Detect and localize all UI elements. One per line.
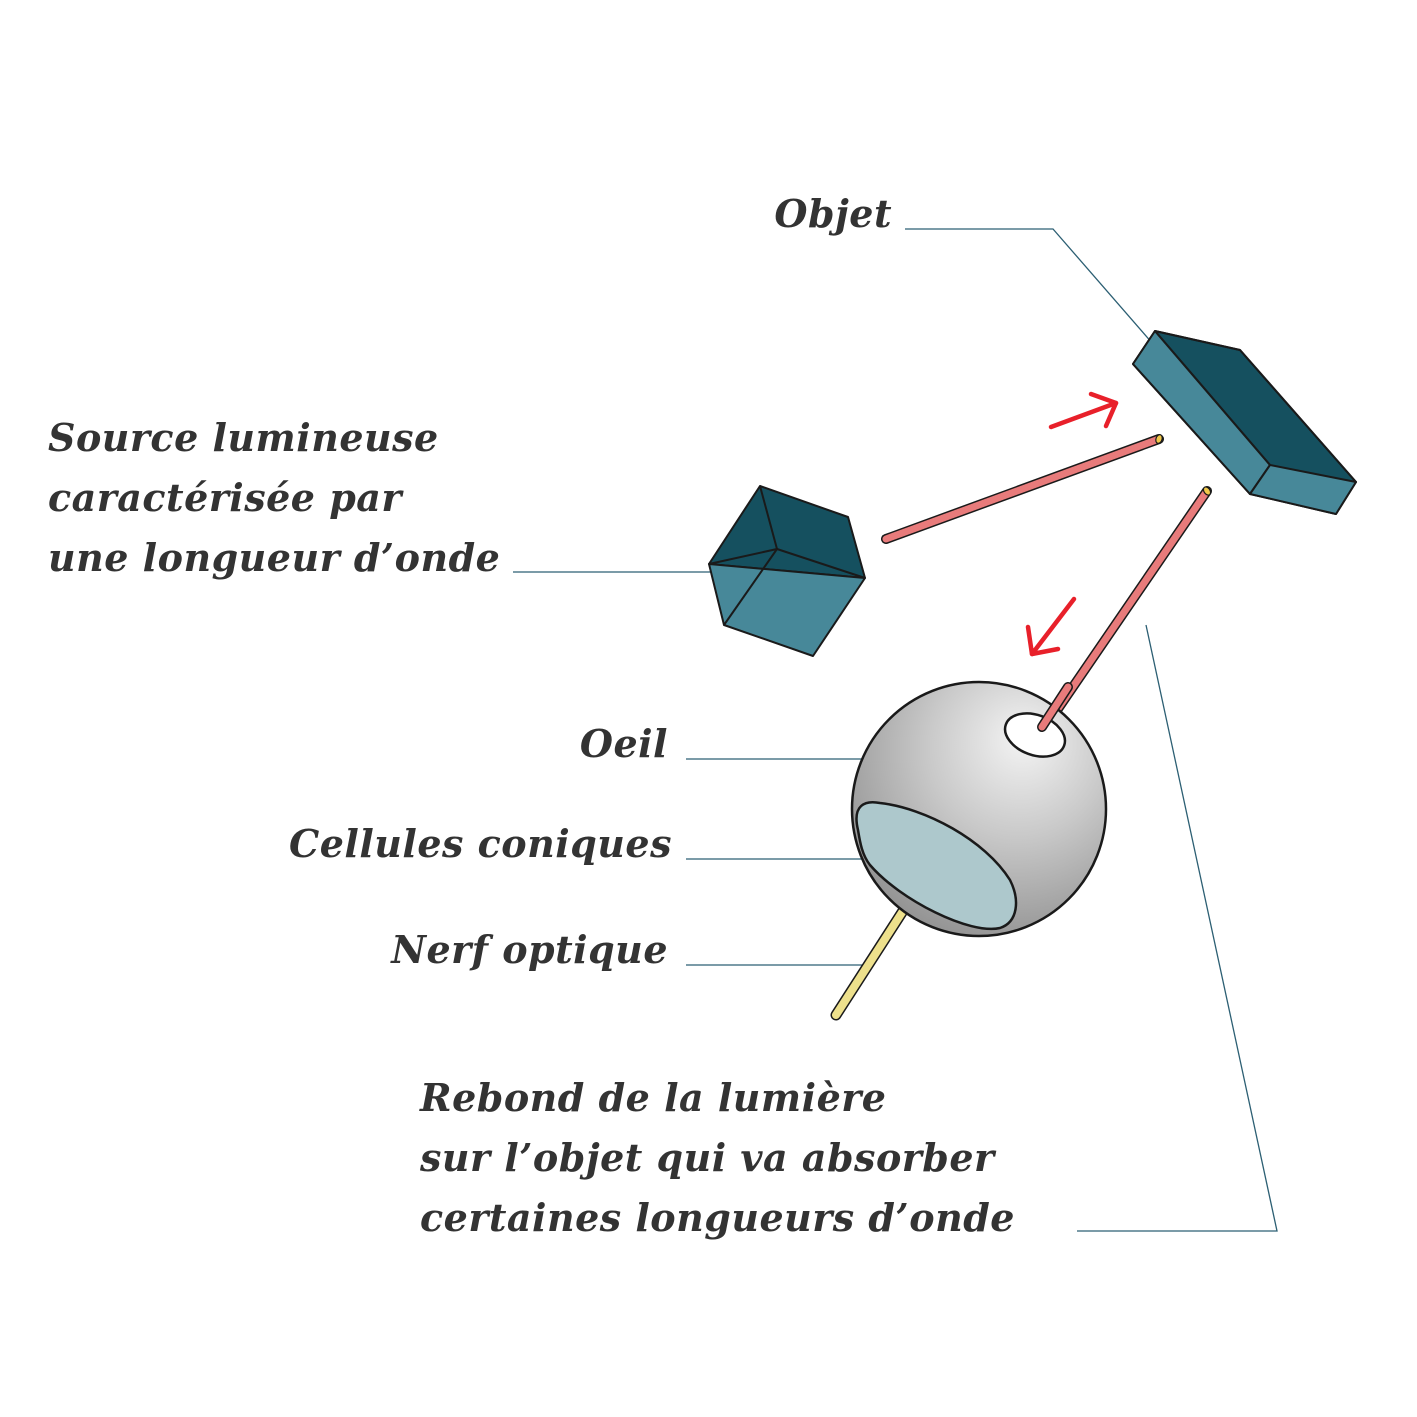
oeil-label: Oeil bbox=[579, 721, 668, 766]
optic-nerve bbox=[830, 894, 916, 1021]
light-source-cube bbox=[708, 485, 866, 657]
source-label: Source lumineuse caractérisée par une lo… bbox=[48, 408, 500, 588]
cone-cells-region bbox=[855, 801, 1018, 931]
objet-label: Objet bbox=[774, 191, 892, 236]
pupil bbox=[1003, 712, 1067, 758]
reflected-direction-arrow bbox=[1025, 596, 1077, 657]
source-label-line-1: Source lumineuse bbox=[48, 415, 439, 460]
rebond-label-line-2: sur l’objet qui va absorber bbox=[420, 1135, 995, 1180]
cellules-label: Cellules coniques bbox=[289, 821, 672, 866]
rebond-label-line-3: certaines longueurs d’onde bbox=[420, 1195, 1015, 1240]
source-label-line-3: une longueur d’onde bbox=[48, 535, 501, 580]
incident-direction-arrow bbox=[1048, 391, 1119, 430]
object-block bbox=[1132, 330, 1357, 515]
incident-light-ray bbox=[881, 434, 1164, 544]
rebond-label: Rebond de la lumière sur l’objet qui va … bbox=[420, 1068, 1015, 1248]
source-label-line-2: caractérisée par bbox=[48, 475, 402, 520]
rebond-leader-line bbox=[1077, 624, 1278, 1232]
eye-sphere bbox=[850, 680, 1108, 938]
nerf-label: Nerf optique bbox=[391, 927, 668, 972]
rebond-label-line-1: Rebond de la lumière bbox=[420, 1075, 887, 1120]
objet-leader-line bbox=[905, 228, 1161, 353]
